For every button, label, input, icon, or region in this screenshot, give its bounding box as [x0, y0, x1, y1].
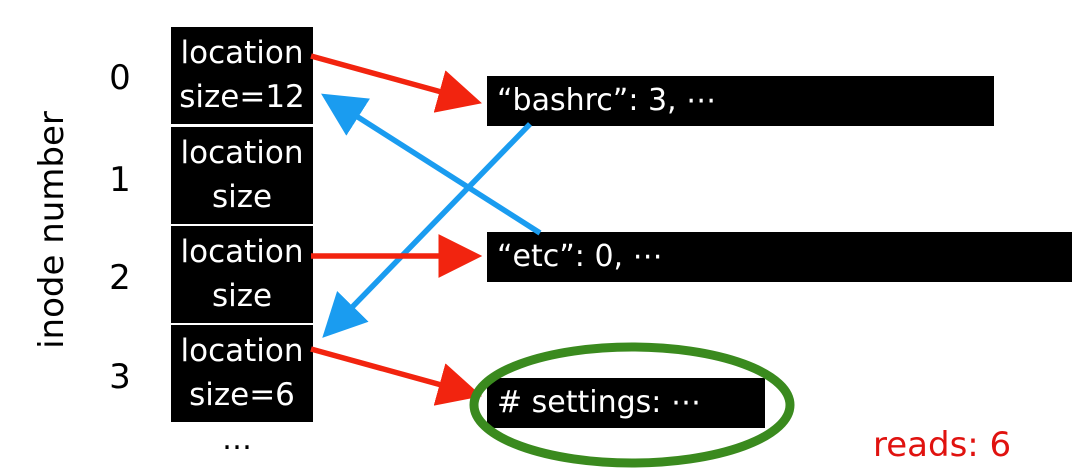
inode-2-location: location	[180, 234, 304, 270]
inode-1-box: location size	[171, 127, 313, 224]
lookup-arrow-etc-to-inode-0	[321, 93, 542, 236]
highlight-ellipse	[469, 342, 795, 468]
inode-0-size: size=12	[179, 79, 305, 115]
inode-3-box: location size=6	[171, 325, 313, 422]
inode-number-2: 2	[109, 258, 131, 298]
data-block-etc-dir: “etc”: 0, ⋯	[487, 232, 1072, 282]
inode-3-size: size=6	[189, 377, 295, 413]
data-block-bashrc-file: # settings: ⋯	[487, 378, 765, 428]
inode-1-size: size	[211, 179, 273, 215]
inode-2-box: location size	[171, 226, 313, 323]
inode-number-1: 1	[109, 160, 131, 200]
inode-0-location: location	[180, 35, 304, 71]
read-arrow-inode-3-to-block	[310, 346, 482, 406]
data-block-root-dir: “bashrc”: 3, ⋯	[487, 76, 994, 126]
reads-count-label: reads: 6	[873, 425, 1012, 465]
lookup-arrow-bashrc-to-inode-3	[322, 122, 532, 338]
inode-0-box: location size=12	[171, 27, 313, 124]
inode-number-0: 0	[109, 58, 131, 98]
inode-1-location: location	[180, 135, 304, 171]
inode-3-location: location	[180, 333, 304, 369]
inode-table-ellipsis: …	[222, 422, 252, 457]
inode-2-size: size	[211, 278, 273, 314]
read-arrow-inode-0-to-block	[310, 53, 482, 113]
inode-number-3: 3	[109, 357, 131, 397]
